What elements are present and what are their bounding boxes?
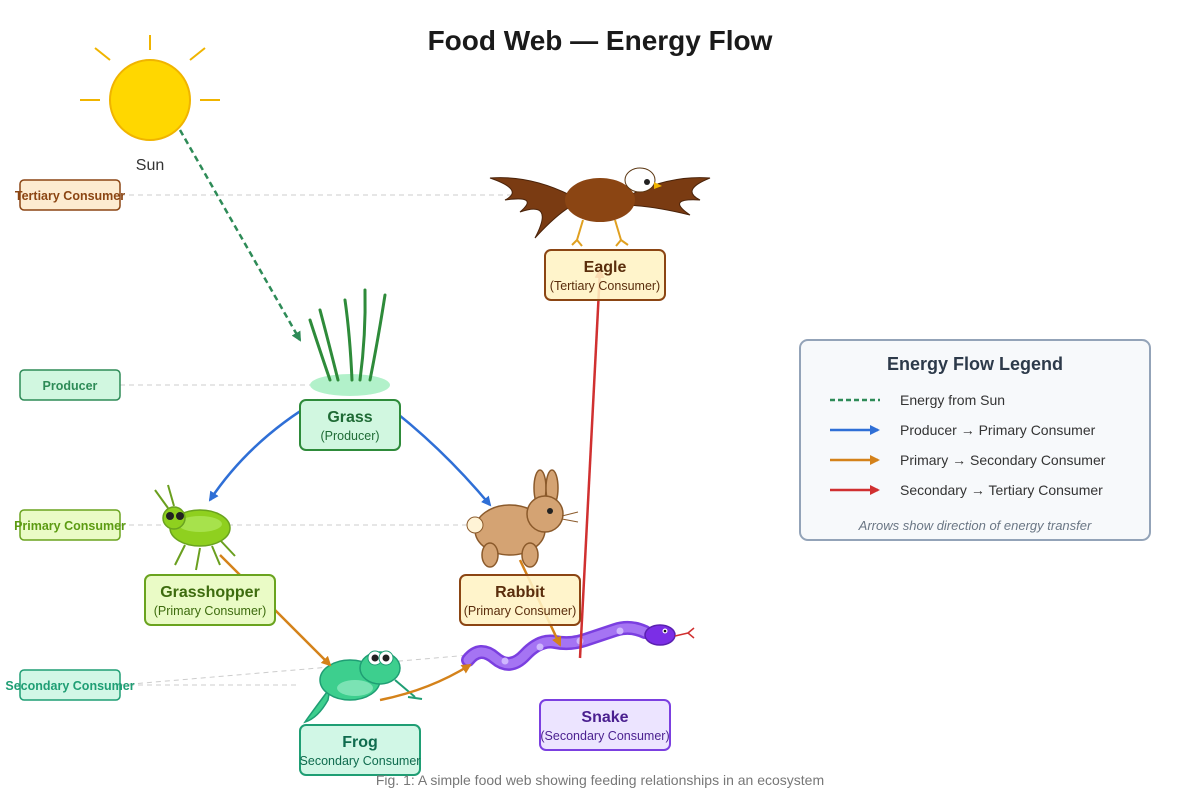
- frog-icon: [303, 650, 423, 724]
- snake-name: Snake: [581, 709, 628, 726]
- level-label-producer: Producer: [19, 369, 121, 401]
- frog-role: Secondary Consumer: [300, 754, 421, 768]
- grasshopper-role: (Primary Consumer): [154, 604, 267, 618]
- legend-note: Arrows show direction of energy transfer: [858, 518, 1092, 533]
- grass-icon: [308, 288, 390, 396]
- level-label-secondary-text: Secondary Consumer: [5, 679, 134, 693]
- rabbit-name: Rabbit: [495, 584, 545, 601]
- eagle-name: Eagle: [584, 259, 627, 276]
- snake-role: (Secondary Consumer): [540, 729, 669, 743]
- sun-to-grass-arrow: [178, 129, 302, 342]
- legend-panel: Energy Flow Legend Energy from Sun Produ…: [799, 339, 1151, 541]
- grasshopper-name: Grasshopper: [160, 584, 260, 601]
- eagle-icon: [489, 167, 711, 247]
- diagram-title: Food Web — Energy Flow: [428, 25, 773, 56]
- level-label-primary-text: Primary Consumer: [14, 519, 126, 533]
- legend-item-secondary: Secondary → Tertiary Consumer: [900, 482, 1103, 498]
- level-label-producer-text: Producer: [43, 379, 98, 393]
- frog-label-box: Frog Secondary Consumer: [299, 724, 421, 776]
- frog-to-snake-arrow: [379, 663, 472, 702]
- eagle-label-box: Eagle (Tertiary Consumer): [544, 249, 666, 301]
- level-label-secondary: Secondary Consumer: [5, 669, 135, 701]
- frog-name: Frog: [342, 734, 378, 751]
- grasshopper-icon: [154, 484, 236, 571]
- level-label-primary: Primary Consumer: [14, 509, 126, 541]
- grass-label-box: Grass (Producer): [299, 399, 401, 451]
- legend-title: Energy Flow Legend: [887, 354, 1063, 374]
- grass-role: (Producer): [320, 429, 379, 443]
- rabbit-label-box: Rabbit (Primary Consumer): [459, 574, 581, 626]
- legend-item-sun: Energy from Sun: [900, 392, 1005, 408]
- level-label-tertiary: Tertiary Consumer: [15, 179, 125, 211]
- sun-icon: [80, 35, 220, 141]
- rabbit-icon: [466, 469, 579, 568]
- figure-caption: Fig. 1: A simple food web showing feedin…: [376, 772, 824, 788]
- snake-to-eagle-arrow: [578, 268, 605, 659]
- snake-label-box: Snake (Secondary Consumer): [539, 699, 671, 751]
- sun-label: Sun: [136, 157, 164, 174]
- level-guides: [119, 194, 560, 686]
- eagle-role: (Tertiary Consumer): [550, 279, 660, 293]
- grass-name: Grass: [327, 409, 372, 426]
- legend-item-primary: Primary → Secondary Consumer: [900, 452, 1106, 468]
- level-label-tertiary-text: Tertiary Consumer: [15, 189, 125, 203]
- legend-item-producer: Producer → Primary Consumer: [900, 422, 1096, 438]
- rabbit-role: (Primary Consumer): [464, 604, 577, 618]
- grasshopper-label-box: Grasshopper (Primary Consumer): [144, 574, 276, 626]
